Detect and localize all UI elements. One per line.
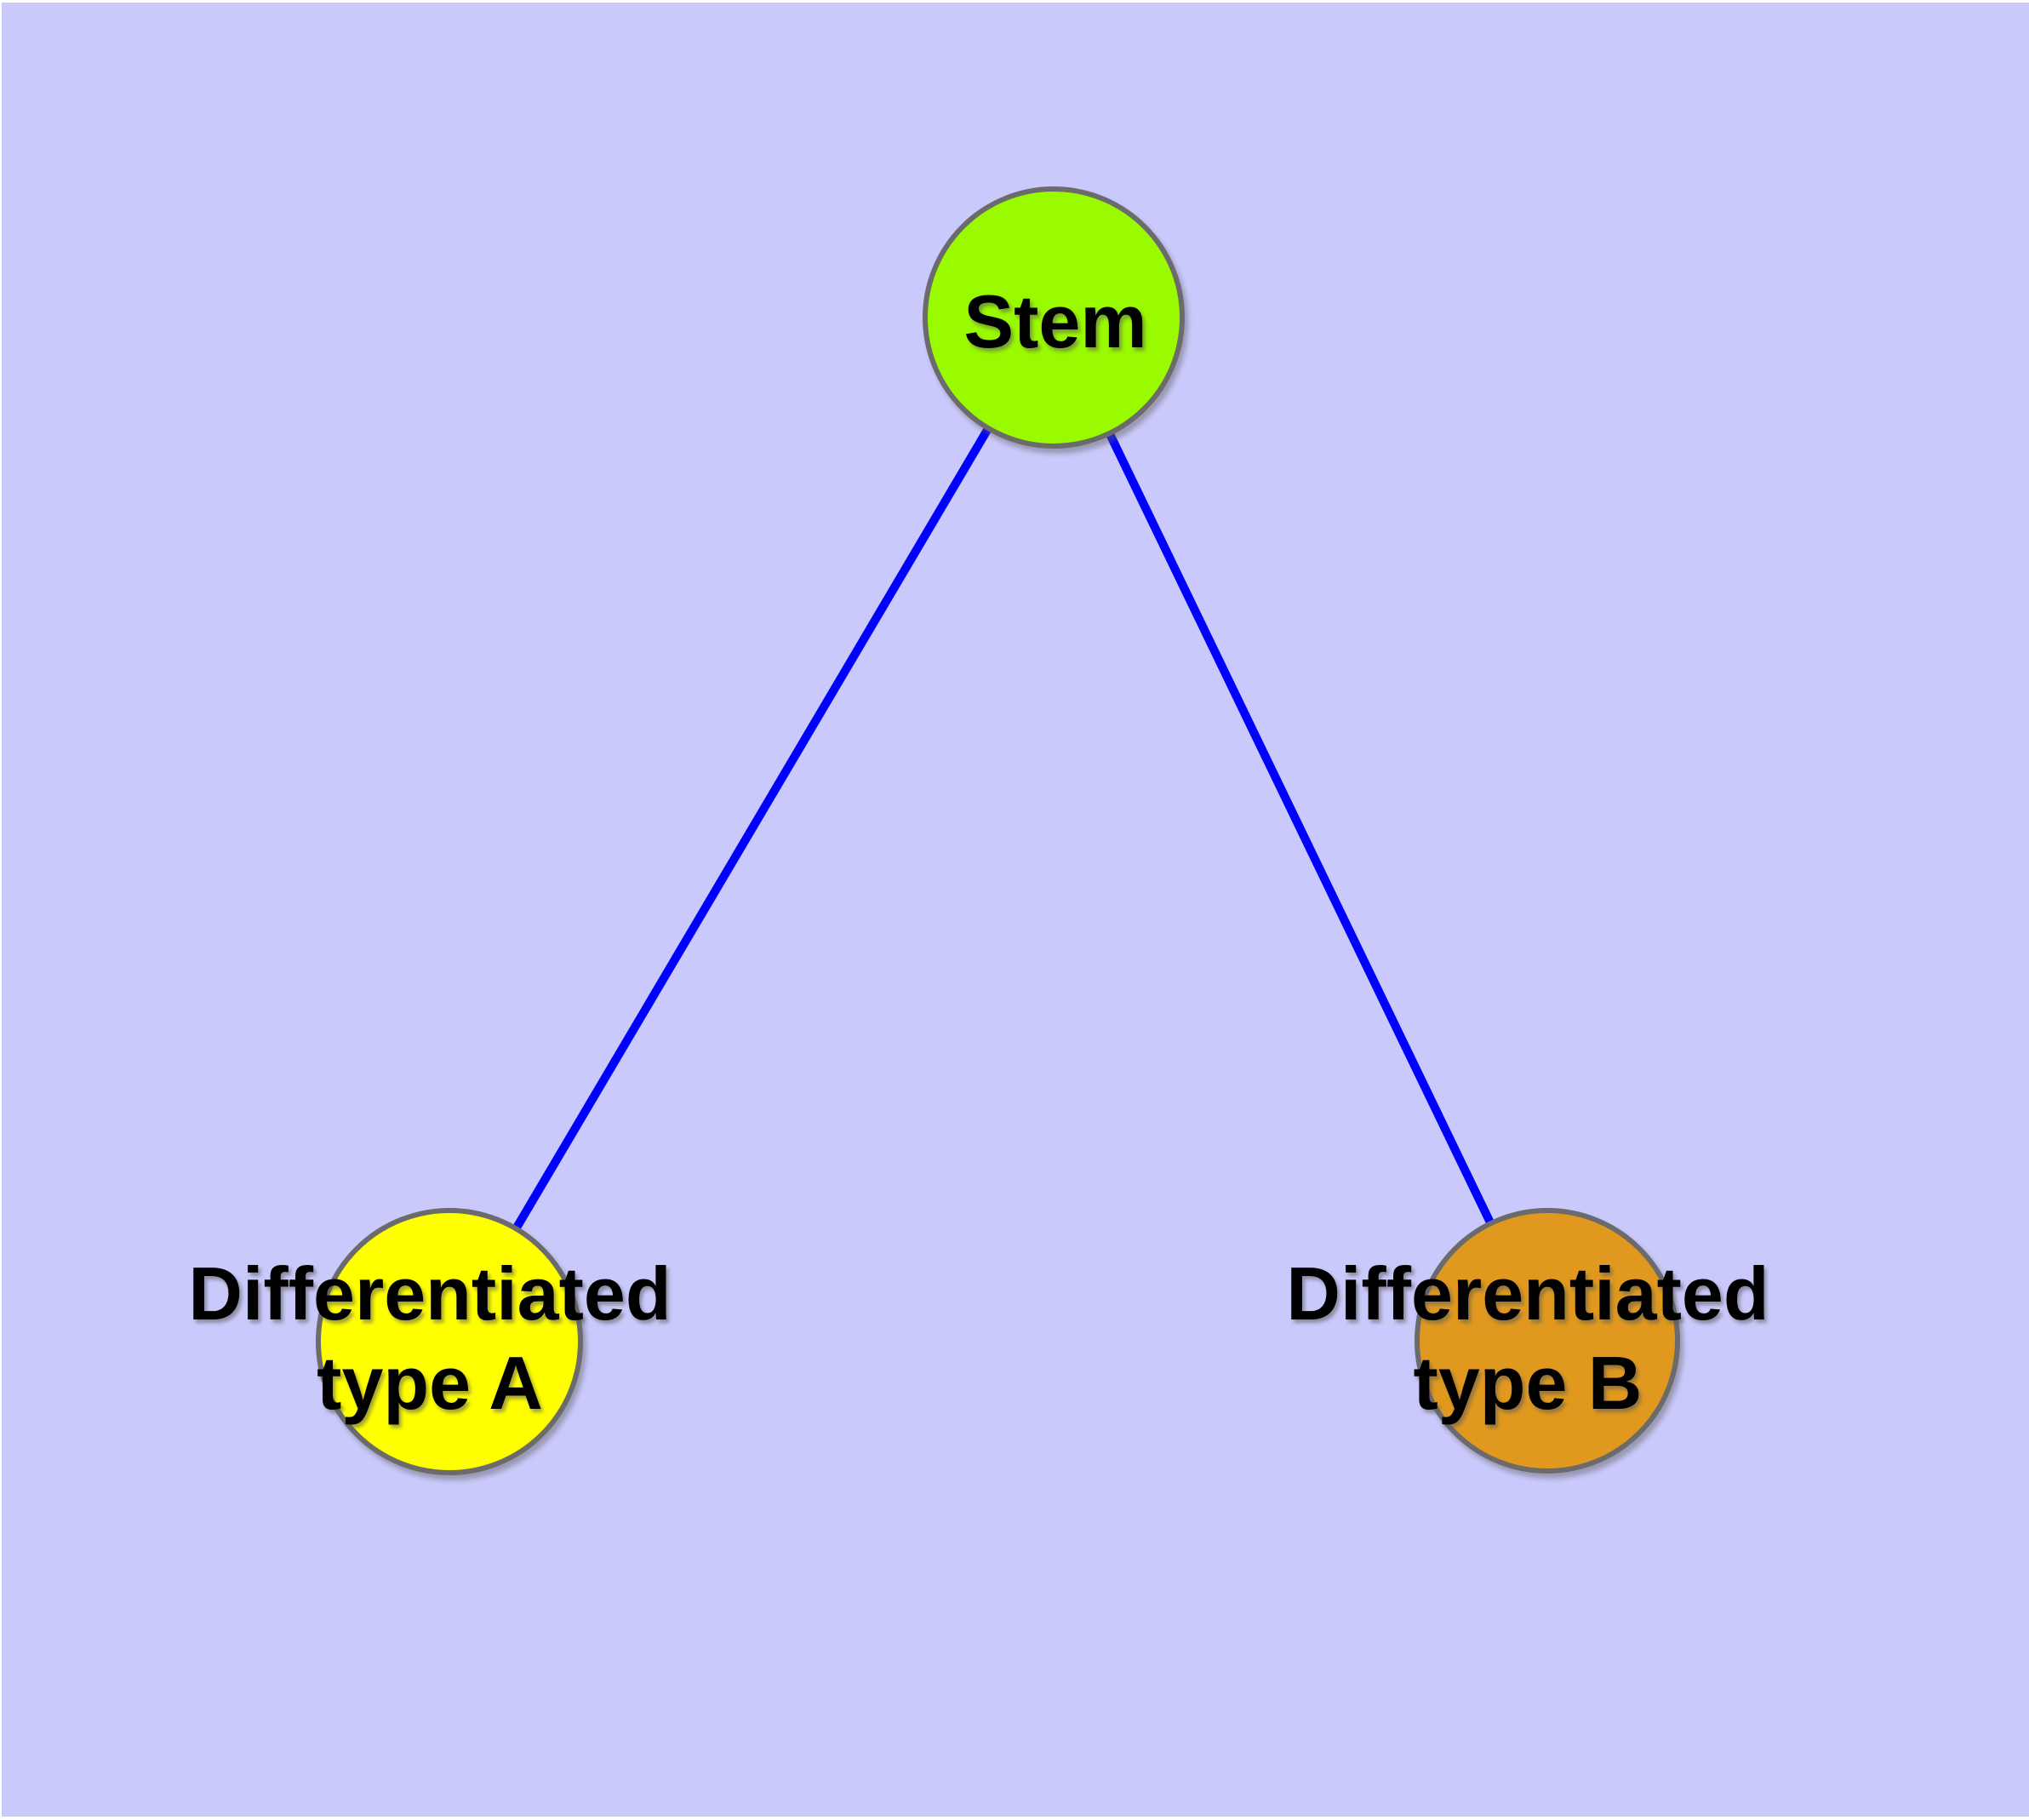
node-differentiated-type-b: Differentiated type B <box>1286 1208 1769 1474</box>
node-differentiated-type-a: Differentiated type A <box>188 1208 672 1475</box>
node-differentiated-type-b-label-line1: Differentiated <box>1286 1251 1769 1336</box>
node-differentiated-type-b-circle <box>1415 1208 1680 1474</box>
edge-layer <box>445 315 1552 1344</box>
node-stem-circle <box>923 186 1185 449</box>
node-differentiated-type-a-label-line1: Differentiated <box>188 1251 671 1336</box>
edge-stem-to-type-b <box>1049 315 1552 1343</box>
node-differentiated-type-a-label-line2: type A <box>317 1341 543 1425</box>
node-stem-label: Stem <box>963 279 1146 363</box>
node-stem: Stem <box>923 186 1185 449</box>
node-differentiated-type-b-label-line2: type B <box>1414 1341 1643 1425</box>
edge-stem-to-type-a <box>445 315 1058 1344</box>
node-differentiated-type-a-circle <box>316 1208 583 1475</box>
